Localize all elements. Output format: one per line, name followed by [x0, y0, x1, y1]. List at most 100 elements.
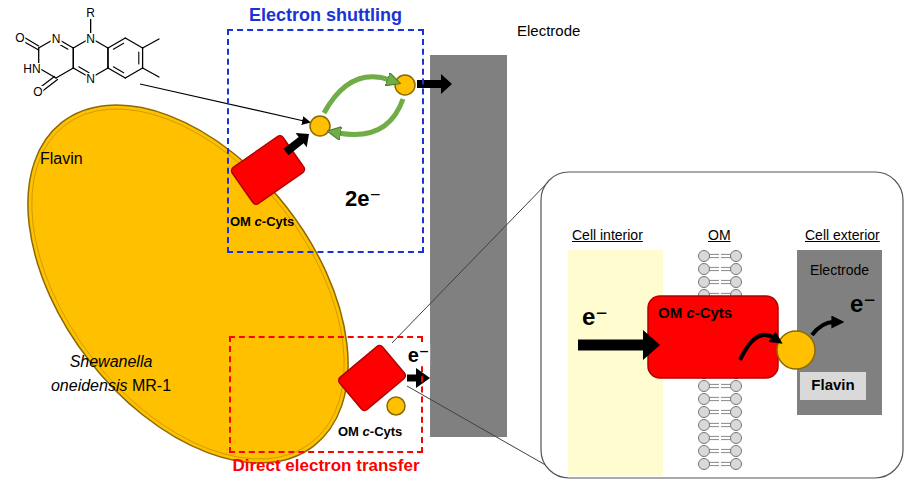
shuttling-region: OM c-CytsElectron shuttling [228, 30, 423, 252]
lipid-head [699, 433, 710, 444]
text-holder: Shewanella oneidensis MR-1 [38, 350, 184, 398]
flavin-circle [387, 397, 405, 415]
lipid-tail [721, 465, 731, 466]
leader-line [140, 84, 304, 121]
text-holder: N [51, 29, 62, 47]
electrode-label: Electrode [810, 262, 869, 278]
lipid-head [731, 251, 742, 262]
lipid-pair [699, 394, 742, 405]
cycle-arrow [338, 99, 403, 135]
lipid-tail [721, 423, 731, 424]
text-holder: OM c-Cyts [230, 212, 320, 230]
text-holder: R [85, 3, 96, 21]
lipid-tail [721, 387, 731, 388]
text-part: OM [658, 304, 682, 321]
text-part: c [686, 304, 694, 321]
text-holder: Electrode [797, 261, 882, 279]
text-holder: e⁻ [407, 344, 431, 366]
text-part: c [363, 424, 370, 439]
cytochrome-label: OM c-Cyts [230, 214, 294, 229]
cell-envelope [0, 51, 407, 482]
lipid-head [699, 251, 710, 262]
cytochrome-box: OM c-Cyts [648, 296, 778, 378]
lipid-tail [709, 410, 719, 411]
lipid-tail [721, 413, 731, 414]
text-holder: HN [22, 59, 41, 77]
text-part: -Cyts [695, 304, 733, 321]
text-holder: Direct electron transfer [230, 456, 422, 476]
flavin-circle [777, 331, 815, 369]
text-part: Electrode [810, 262, 869, 278]
text-holder: O [32, 82, 43, 100]
text-holder: 2e⁻ [345, 186, 381, 212]
region-label: Cell exterior [805, 227, 880, 243]
lipid-pair [699, 277, 742, 288]
lipid-tail [709, 293, 719, 294]
bond-line [56, 68, 73, 78]
text-part: Flavin [811, 376, 854, 393]
electron-label: e⁻ [407, 344, 431, 366]
direct-transfer-region: OM c-CytsDirect electron transfer [230, 337, 422, 452]
flavin-plate [800, 372, 866, 400]
lipid-tail [721, 283, 731, 284]
lipid-tail [709, 413, 719, 414]
text-part: MR-1 [132, 377, 171, 394]
flavin-circle [395, 75, 415, 95]
bond-line [107, 48, 108, 68]
lipid-tail [721, 280, 731, 281]
bond-line [125, 38, 142, 48]
electron-label: e⁻ [850, 290, 876, 318]
cell-body [0, 46, 413, 482]
text-holder: Electrode [517, 22, 607, 40]
text-part: -Cyts [262, 214, 295, 229]
bond-line [142, 48, 143, 68]
text-holder: e⁻ [850, 290, 876, 318]
lipid-tail [709, 436, 719, 437]
cytochrome-label: OM c-Cyts [658, 304, 732, 321]
cycle-arrow [324, 77, 390, 113]
lipid-tail [721, 267, 731, 268]
lipid-head [731, 446, 742, 457]
text-holder: e⁻ [582, 303, 608, 331]
text-holder: Electron shuttling [228, 5, 423, 26]
bond-line [73, 48, 74, 68]
atom-label: O [32, 86, 43, 98]
bond-line [79, 67, 89, 73]
lipid-tail [709, 384, 719, 385]
text-holder: Flavin [800, 376, 866, 394]
lipid-tail [721, 254, 731, 255]
lipid-head [731, 407, 742, 418]
molecule-name: Flavin [40, 150, 83, 168]
lipid-tail [721, 439, 731, 440]
flavin-structure [21, 14, 159, 93]
text-part: electron [285, 456, 351, 475]
region-heading: Direct electron transfer [232, 456, 419, 476]
lipid-tail [709, 439, 719, 440]
text-holder: N [85, 69, 96, 87]
lipid-tail [709, 400, 719, 401]
lipid-tail [721, 257, 731, 258]
lipid-pair [699, 446, 742, 457]
lipid-tail [709, 397, 719, 398]
lipid-tail [709, 465, 719, 466]
lipid-pair [699, 381, 742, 392]
callout-line [392, 178, 552, 343]
lipid-tail [721, 270, 731, 271]
text-part: OM [338, 424, 359, 439]
electron-count: 2e⁻ [345, 186, 381, 212]
lipid-head [699, 277, 710, 288]
flavin-label: Flavin [811, 376, 854, 394]
lipid-head [699, 420, 710, 431]
text-holder: OM c-Cyts [338, 422, 428, 440]
text-part: shuttling [326, 5, 402, 25]
lipid-pair [699, 251, 742, 262]
text-part: transfer [356, 456, 419, 475]
text-part: Electrode [517, 22, 580, 39]
electrode-plate [430, 55, 507, 437]
lipid-tail [721, 410, 731, 411]
bond-line [73, 48, 74, 68]
lipid-head [699, 407, 710, 418]
